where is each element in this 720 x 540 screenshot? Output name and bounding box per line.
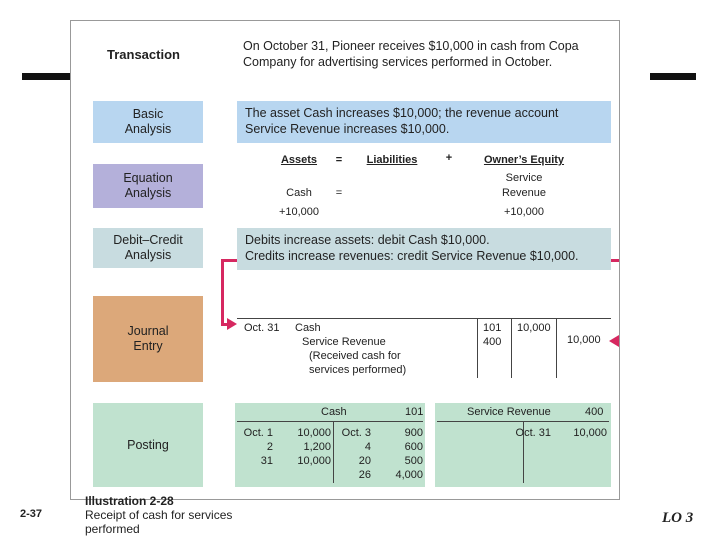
- eq-liabilities-heading: Liabilities: [366, 154, 418, 166]
- transaction-line-2: Company for advertising services perform…: [243, 55, 553, 69]
- cash-t-account: [235, 403, 425, 487]
- debit-credit-label: Debit–Credit Analysis: [113, 233, 183, 262]
- posting-label: Posting: [127, 437, 169, 452]
- transaction-line-1: On October 31, Pioneer receives $10,000 …: [243, 39, 579, 53]
- eq-assets-heading: Assets: [280, 154, 318, 166]
- journal-credit-amount: 10,000: [567, 334, 601, 346]
- transaction-text: On October 31, Pioneer receives $10,000 …: [243, 38, 613, 70]
- journal-entry-label-box: Journal Entry: [93, 296, 203, 382]
- journal-ref-cash: 101: [483, 322, 502, 334]
- arrow-left-top-segment: [223, 259, 237, 262]
- eq-service: Service: [505, 172, 543, 184]
- arrow-left-vertical: [221, 259, 224, 325]
- eq-revenue-amount: +10,000: [503, 206, 545, 218]
- journal-credit-account: Service Revenue: [302, 336, 386, 348]
- cash-t-vertical: [333, 421, 334, 483]
- arrow-right-top-segment: [611, 259, 619, 262]
- revenue-account-number: 400: [585, 406, 604, 418]
- illustration-figure: Transaction On October 31, Pioneer recei…: [70, 20, 620, 500]
- arrow-left-head-icon: [227, 318, 237, 330]
- illustration-caption: Illustration 2-28 Receipt of cash for se…: [85, 494, 232, 536]
- journal-date: Oct. 31: [244, 322, 280, 334]
- caption-line-2: performed: [85, 522, 140, 536]
- revenue-account-title: Service Revenue: [467, 406, 551, 418]
- journal-ref-divider: [477, 318, 478, 378]
- eq-cash-amount: +10,000: [278, 206, 320, 218]
- journal-explanation: (Received cash for services performed): [309, 350, 407, 376]
- basic-analysis-line-1: The asset Cash increases $10,000; the re…: [245, 106, 559, 120]
- journal-entry-label: Journal Entry: [127, 324, 169, 353]
- debit-credit-line-2: Credits increase revenues: credit Servic…: [245, 249, 579, 263]
- eq-owners-equity-heading: Owner’s Equity: [483, 154, 565, 166]
- debit-credit-line-1: Debits increase assets: debit Cash $10,0…: [245, 233, 490, 247]
- revenue-credit-date: Oct. 31: [515, 427, 551, 439]
- journal-debit-divider: [511, 318, 512, 378]
- eq-equals: =: [335, 187, 343, 199]
- journal-ref-revenue: 400: [483, 336, 502, 348]
- basic-analysis-box: The asset Cash increases $10,000; the re…: [237, 101, 611, 143]
- eq-plus-heading: +: [445, 152, 453, 164]
- basic-analysis-label: Basic Analysis: [124, 107, 172, 136]
- arrow-left-bottom-segment: [221, 323, 229, 326]
- debit-credit-label-box: Debit–Credit Analysis: [93, 228, 203, 268]
- slide-top-rule-right: [650, 73, 696, 80]
- slide-number: 2-37: [20, 508, 43, 520]
- cash-credit-dates: Oct. 3 4 20 26: [341, 427, 371, 481]
- eq-revenue: Revenue: [501, 187, 547, 199]
- revenue-credit-amount: 10,000: [573, 427, 607, 439]
- equation-analysis-label-box: Equation Analysis: [93, 164, 203, 208]
- caption-line-1: Receipt of cash for services: [85, 508, 233, 522]
- cash-debit-amounts: 10,000 1,200 10,000: [297, 427, 331, 467]
- slide-top-rule-left: [22, 73, 70, 80]
- transaction-label: Transaction: [107, 47, 180, 62]
- learning-objective-label: LO 3: [662, 510, 694, 526]
- revenue-t-vertical: [523, 421, 524, 483]
- basic-analysis-label-box: Basic Analysis: [93, 101, 203, 143]
- cash-t-horizontal: [237, 421, 423, 422]
- posting-label-box: Posting: [93, 403, 203, 487]
- basic-analysis-line-2: Service Revenue increases $10,000.: [245, 122, 450, 136]
- journal-credit-divider: [556, 318, 557, 378]
- eq-equals-heading: =: [335, 154, 343, 166]
- caption-title: Illustration 2-28: [85, 494, 174, 508]
- cash-account-title: Cash: [321, 406, 347, 418]
- debit-credit-box: Debits increase assets: debit Cash $10,0…: [237, 228, 611, 270]
- journal-top-rule: [237, 318, 611, 319]
- cash-debit-dates: Oct. 1 2 31: [243, 427, 273, 467]
- eq-cash: Cash: [286, 187, 312, 199]
- cash-credit-amounts: 900 600 500 4,000: [395, 427, 423, 481]
- arrow-right-head-icon: [609, 335, 619, 347]
- equation-analysis-label: Equation Analysis: [123, 171, 173, 200]
- journal-debit-account: Cash: [295, 322, 321, 334]
- journal-debit-amount: 10,000: [517, 322, 551, 334]
- cash-account-number: 101: [405, 406, 424, 418]
